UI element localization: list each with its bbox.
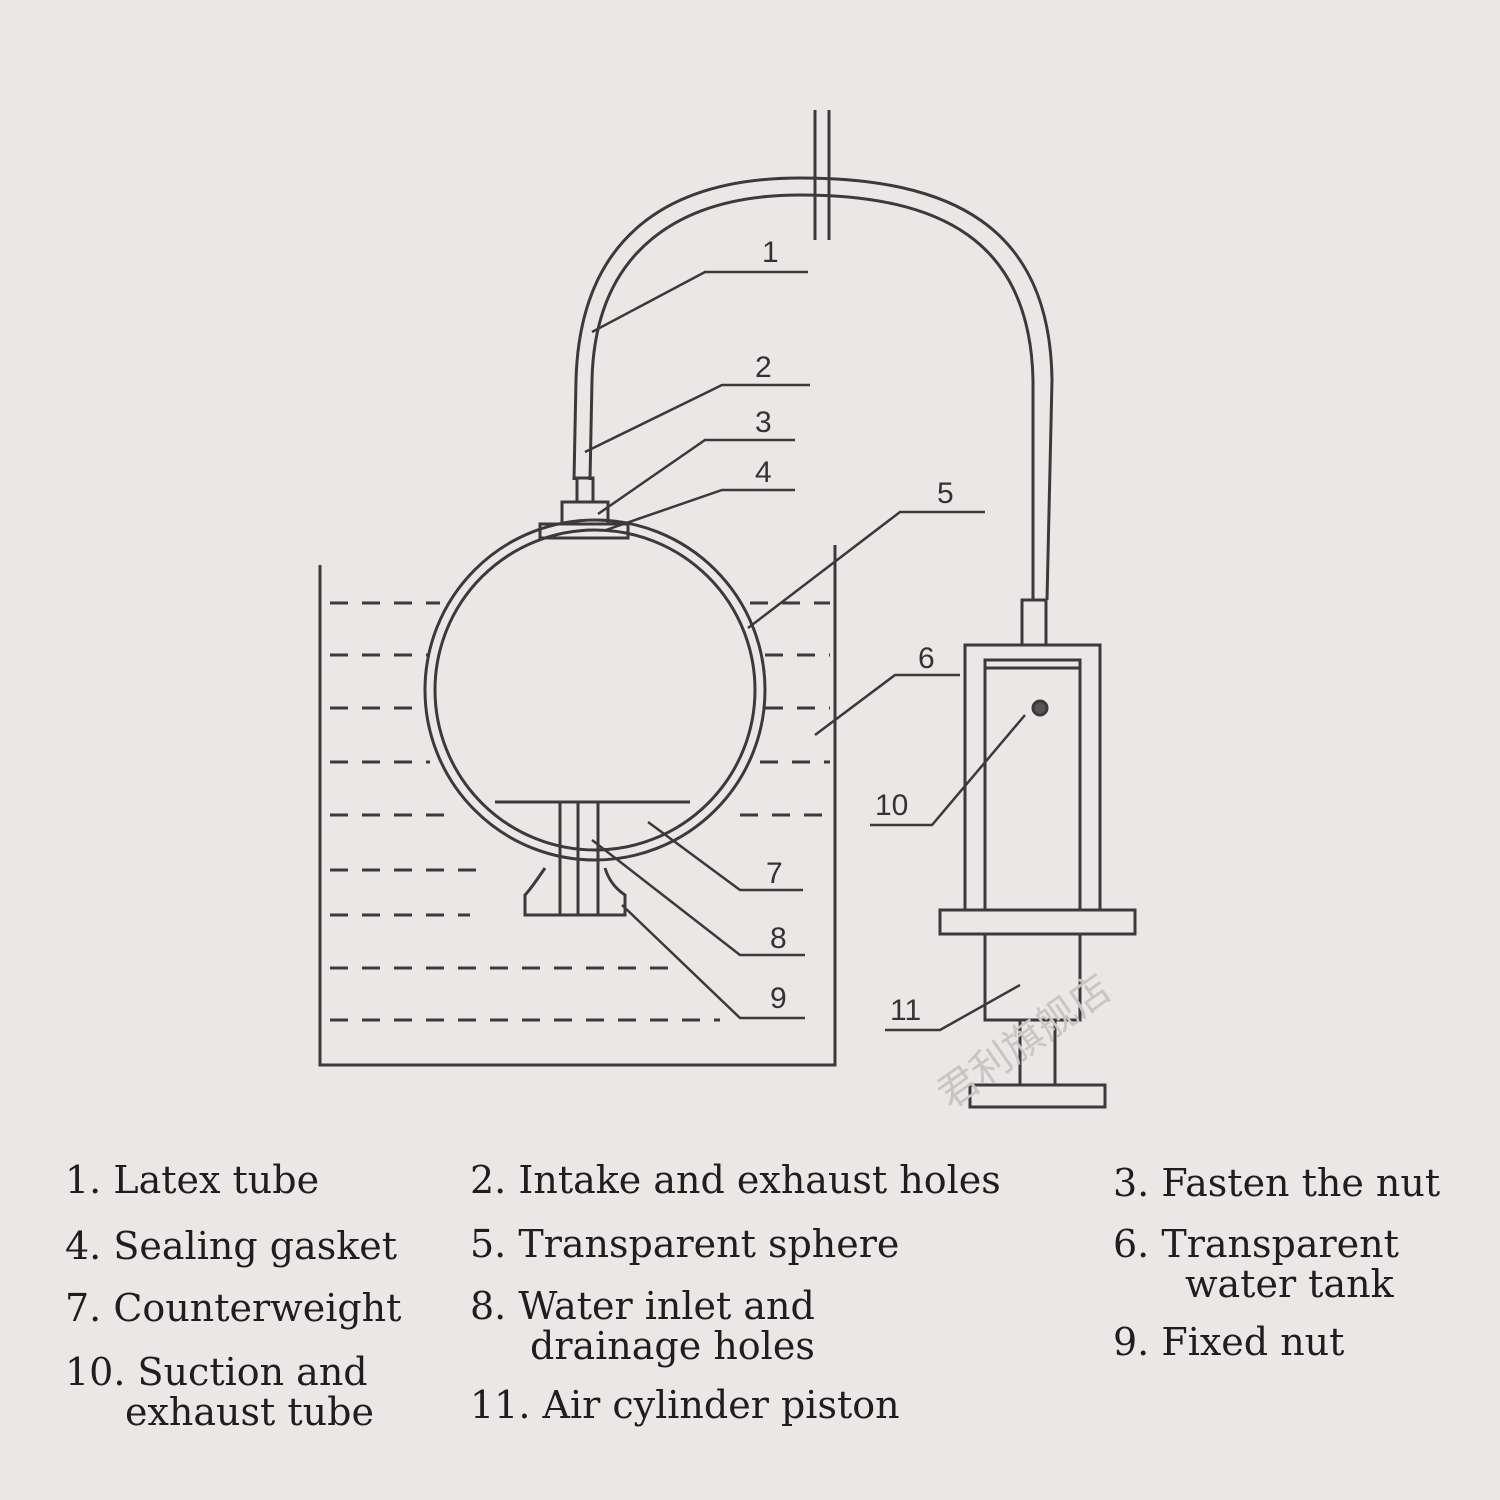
piston-handle: [968, 1083, 1107, 1109]
transparent-sphere-inner: [433, 528, 757, 852]
callout-11: 11: [890, 994, 921, 1027]
tube-connector: [1020, 598, 1048, 647]
cylinder-inner: [983, 658, 1082, 912]
callout-4: 4: [755, 456, 772, 489]
legend-4: 4. Sealing gasket: [65, 1224, 397, 1268]
latex-tube-outer: [572, 176, 1054, 601]
callout-5: 5: [937, 477, 954, 510]
water-tank: [318, 545, 837, 1067]
callout-3: 3: [755, 406, 772, 439]
latex-tube-inner: [588, 193, 1035, 600]
callout-9: 9: [770, 982, 787, 1015]
legend-9: 9. Fixed nut: [1113, 1320, 1345, 1364]
cylinder-body: [963, 643, 1102, 910]
callout-8: 8: [770, 922, 787, 955]
fixed-nut: [523, 867, 627, 917]
callout-1: 1: [762, 236, 779, 269]
legend-11: 11. Air cylinder piston: [470, 1383, 900, 1427]
legend-2: 2. Intake and exhaust holes: [470, 1158, 1001, 1202]
callout-10: 10: [875, 789, 908, 822]
legend-7: 7. Counterweight: [65, 1286, 402, 1330]
callout-2: 2: [755, 351, 772, 384]
legend-5: 5. Transparent sphere: [470, 1222, 900, 1266]
suction-hole: [1031, 699, 1049, 717]
counterweight: [495, 800, 690, 915]
leader-lines: [584, 270, 1026, 1032]
watermark: 君利旗舰店: [929, 966, 1119, 1118]
legend-1: 1. Latex tube: [65, 1158, 320, 1202]
cylinder-flange: [938, 908, 1137, 936]
callout-6: 6: [918, 642, 935, 675]
legend-3: 3. Fasten the nut: [1113, 1161, 1441, 1205]
water-level-dashes: [330, 601, 830, 1022]
sealing-gasket: [538, 522, 630, 540]
transparent-sphere-outer: [423, 518, 767, 862]
intake-stem: [575, 476, 595, 504]
callout-7: 7: [766, 857, 783, 890]
